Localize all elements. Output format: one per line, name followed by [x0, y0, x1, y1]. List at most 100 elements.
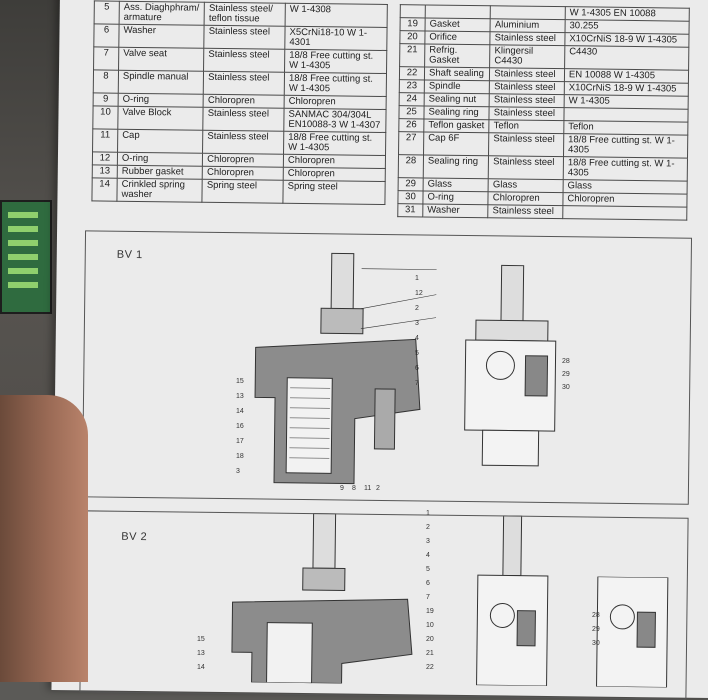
callout-number: 19	[426, 608, 434, 615]
cell-part: Crinkled spring washer	[117, 178, 202, 202]
cell-part: Ass. Diaghphram/ armature	[119, 1, 204, 25]
cell-material: Stainless steel	[488, 156, 563, 180]
cell-part	[425, 5, 490, 19]
cell-spec: 18/8 Free cutting st. W 1-4305	[563, 157, 687, 182]
callout-number: 3	[426, 538, 430, 545]
callout-number: 16	[236, 423, 244, 430]
cell-material: Stainless steel	[204, 48, 285, 72]
cell-spec: X5CrNi18-10 W 1-4301	[285, 26, 387, 50]
cell-num: 25	[399, 106, 424, 119]
cell-material: Spring steel	[202, 179, 283, 203]
cell-part: Spindle	[424, 80, 489, 94]
bv2-drawing-frame	[79, 510, 688, 699]
cell-part: Teflon gasket	[424, 119, 489, 133]
callout-number: 7	[415, 380, 419, 387]
callout-number: 30	[562, 384, 570, 391]
cell-num: 30	[398, 191, 423, 204]
callout-number: 15	[236, 378, 244, 385]
cell-part: Washer	[423, 204, 488, 218]
cell-material: Stainless steel	[203, 130, 284, 154]
callout-number: 14	[197, 664, 205, 671]
callout-number: 5	[415, 350, 419, 357]
cell-material: Chloropren	[203, 153, 284, 167]
cell-material: Stainless steel	[204, 25, 285, 49]
cell-spec: SANMAC 304/304L EN10088-3 W 1-4307	[284, 108, 386, 132]
callout-number: 2	[415, 305, 419, 312]
callout-number: 15	[197, 636, 205, 643]
cell-num: 29	[398, 178, 423, 191]
callout-number: 17	[236, 438, 244, 445]
callout-number: 29	[592, 626, 600, 633]
callout-number: 28	[592, 612, 600, 619]
bv1-drawing-frame	[82, 230, 692, 504]
circuit-board	[0, 200, 52, 314]
callout-number: 2	[376, 485, 380, 492]
cell-material: Glass	[488, 179, 563, 193]
callout-number: 12	[415, 290, 423, 297]
cell-part: Valve seat	[119, 47, 204, 71]
cell-part: Cap	[118, 129, 203, 153]
cell-part: Valve Block	[118, 106, 203, 130]
cell-spec: 18/8 Free cutting st. W 1-4305	[284, 131, 386, 155]
callout-number: 22	[426, 664, 434, 671]
cell-num: 22	[399, 67, 424, 80]
callout-number: 7	[426, 594, 430, 601]
cell-material: Stainless steel	[490, 32, 565, 46]
cell-part: O-ring	[423, 191, 488, 205]
cell-num: 21	[400, 44, 425, 67]
cell-material: Stainless steel	[488, 205, 563, 219]
cell-num: 9	[93, 93, 118, 106]
cell-num: 14	[92, 178, 117, 201]
cell-part: Cap 6F	[424, 132, 490, 156]
cell-num: 11	[93, 129, 118, 152]
cell-material: Chloropren	[488, 192, 563, 206]
cell-part: Orifice	[425, 31, 490, 45]
cell-material: Stainless steel	[490, 68, 565, 82]
cell-part: Sealing ring	[423, 155, 489, 179]
cell-part: Gasket	[425, 18, 490, 32]
cell-material: Stainless steel	[203, 107, 284, 131]
callout-number: 5	[426, 566, 430, 573]
cell-num: 6	[94, 24, 119, 47]
callout-number: 30	[592, 640, 600, 647]
callout-number: 6	[415, 365, 419, 372]
cell-spec: Chloropren	[283, 167, 385, 181]
cell-num: 7	[94, 47, 119, 70]
callout-number: 6	[426, 580, 430, 587]
cell-num: 12	[92, 152, 117, 165]
cell-spec: Spring steel	[283, 180, 385, 204]
cell-part: Spindle manual	[118, 70, 203, 94]
callout-number: 28	[562, 358, 570, 365]
callout-number: 18	[236, 453, 244, 460]
cell-num: 23	[399, 80, 424, 93]
callout-number: 13	[236, 393, 244, 400]
cell-spec: 18/8 Free cutting st. W 1-4305	[563, 134, 687, 159]
cell-num: 27	[399, 132, 424, 155]
cell-part: Shaft sealing	[424, 67, 489, 81]
callout-number: 20	[426, 636, 434, 643]
cell-material: Teflon	[489, 120, 564, 134]
callout-number: 3	[236, 468, 240, 475]
cell-spec: C4430	[565, 46, 689, 71]
callout-number: 4	[415, 335, 419, 342]
cell-num: 28	[398, 155, 423, 178]
hand-holding-paper	[0, 395, 88, 682]
cell-spec: Chloropren	[284, 95, 386, 109]
cell-spec: Chloropren	[283, 154, 385, 168]
cell-material: Chloropren	[202, 166, 283, 180]
callout-number: 3	[415, 320, 419, 327]
callout-number: 2	[426, 524, 430, 531]
callout-number: 14	[236, 408, 244, 415]
cell-part: Rubber gasket	[117, 165, 202, 179]
cell-spec: 18/8 Free cutting st. W 1-4305	[285, 49, 387, 73]
callout-number: 4	[426, 552, 430, 559]
cell-num: 19	[400, 18, 425, 31]
callout-number: 11	[364, 485, 371, 492]
cell-num: 5	[94, 1, 119, 24]
cell-num: 8	[93, 70, 118, 93]
